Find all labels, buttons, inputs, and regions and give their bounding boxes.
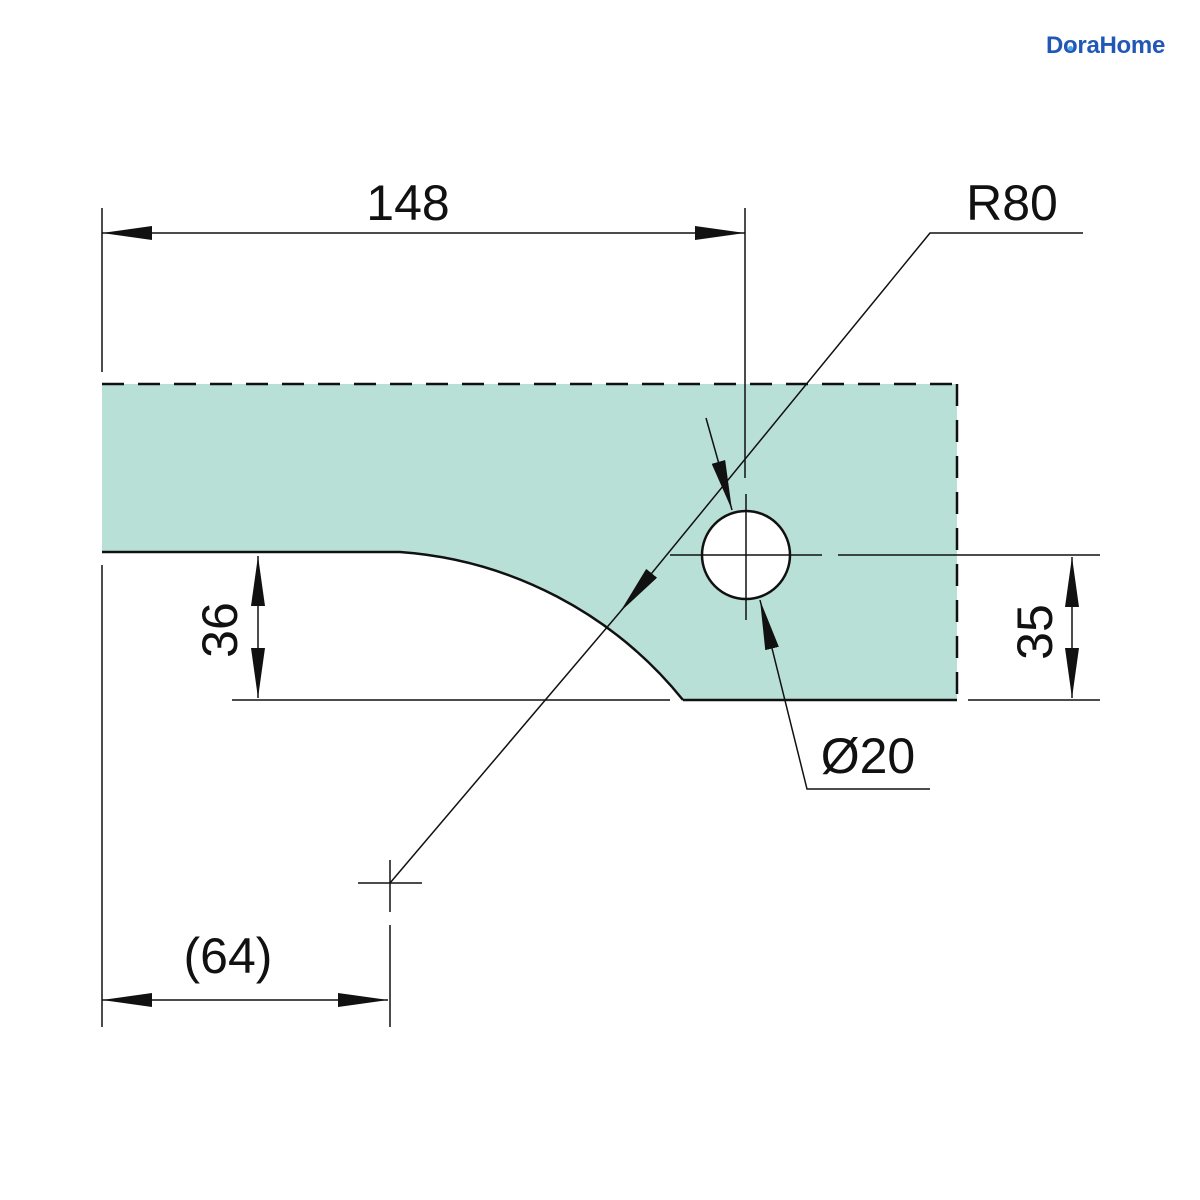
- radius-line: [389, 611, 621, 884]
- dim-label-64: (64): [184, 928, 273, 984]
- dim-label-r80: R80: [966, 175, 1058, 231]
- dim-label-35: 35: [1007, 604, 1063, 660]
- glass-panel: [102, 384, 957, 700]
- leader-d20-bottom: [759, 599, 930, 790]
- brand-logo: DoraHome: [1046, 32, 1165, 60]
- logo-text-o: o: [1063, 32, 1078, 59]
- dim-label-36: 36: [192, 602, 248, 658]
- logo-text-d: D: [1046, 32, 1064, 59]
- dim-label-148: 148: [366, 175, 449, 231]
- leader-d20-top: [705, 417, 733, 511]
- dim-label-d20: Ø20: [821, 728, 916, 784]
- hole-center-lines: [670, 494, 1100, 620]
- panel-outline: [102, 382, 959, 702]
- logo-text-rest: raHome: [1077, 32, 1165, 59]
